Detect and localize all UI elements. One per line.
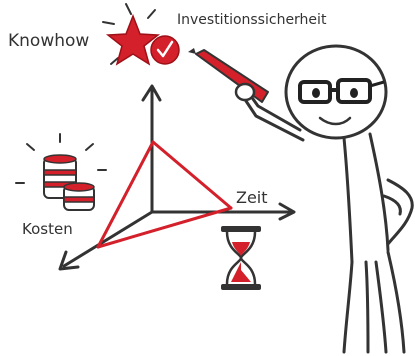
hourglass-icon	[221, 226, 261, 290]
star-shape	[105, 13, 161, 66]
triangle-edge-bottom	[96, 206, 233, 249]
triangle-edge-right	[151, 140, 233, 210]
axis-diagonal	[62, 210, 154, 268]
checkmark-seal-icon	[150, 35, 180, 65]
stick-figure-with-glasses	[234, 44, 414, 354]
axis-right-arrowhead	[278, 202, 296, 221]
star-icon	[102, 3, 161, 66]
axis-up-arrowhead	[141, 84, 162, 102]
marker-pen-icon	[188, 48, 269, 103]
axis-diagonal-arrowhead	[58, 250, 80, 271]
axes	[58, 84, 296, 271]
label-investment-security: Investitionssicherheit	[177, 12, 327, 28]
coin-stack-icon	[15, 133, 107, 211]
project-triangle	[96, 140, 233, 249]
label-knowhow: Knowhow	[8, 31, 89, 51]
label-costs: Kosten	[22, 220, 73, 238]
label-time: Zeit	[236, 188, 268, 207]
triangle-edge-left	[96, 140, 155, 249]
